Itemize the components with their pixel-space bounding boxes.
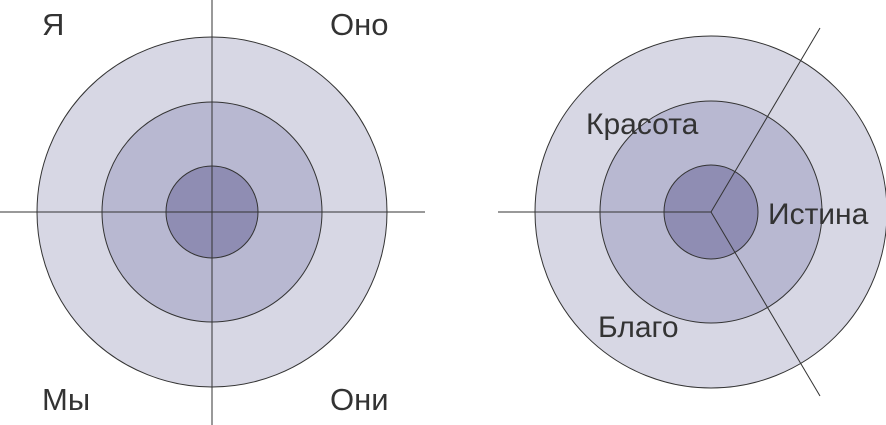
sector-label-lower: Благо bbox=[598, 311, 679, 344]
quadrant-label-bottom-left: Мы bbox=[42, 382, 90, 417]
quadrant-label-top-right: Оно bbox=[330, 7, 388, 42]
quadrants-diagram: Я Оно Мы Они bbox=[0, 0, 425, 425]
sectors-diagram: Красота Истина Благо bbox=[498, 27, 886, 397]
sector-label-right: Истина bbox=[768, 198, 869, 231]
sector-divider-upper-right bbox=[710, 27, 821, 213]
sector-divider-lower-right bbox=[710, 211, 821, 397]
sector-label-upper: Красота bbox=[586, 108, 699, 141]
quadrant-label-bottom-right: Они bbox=[330, 382, 389, 417]
quadrant-label-top-left: Я bbox=[42, 7, 64, 42]
